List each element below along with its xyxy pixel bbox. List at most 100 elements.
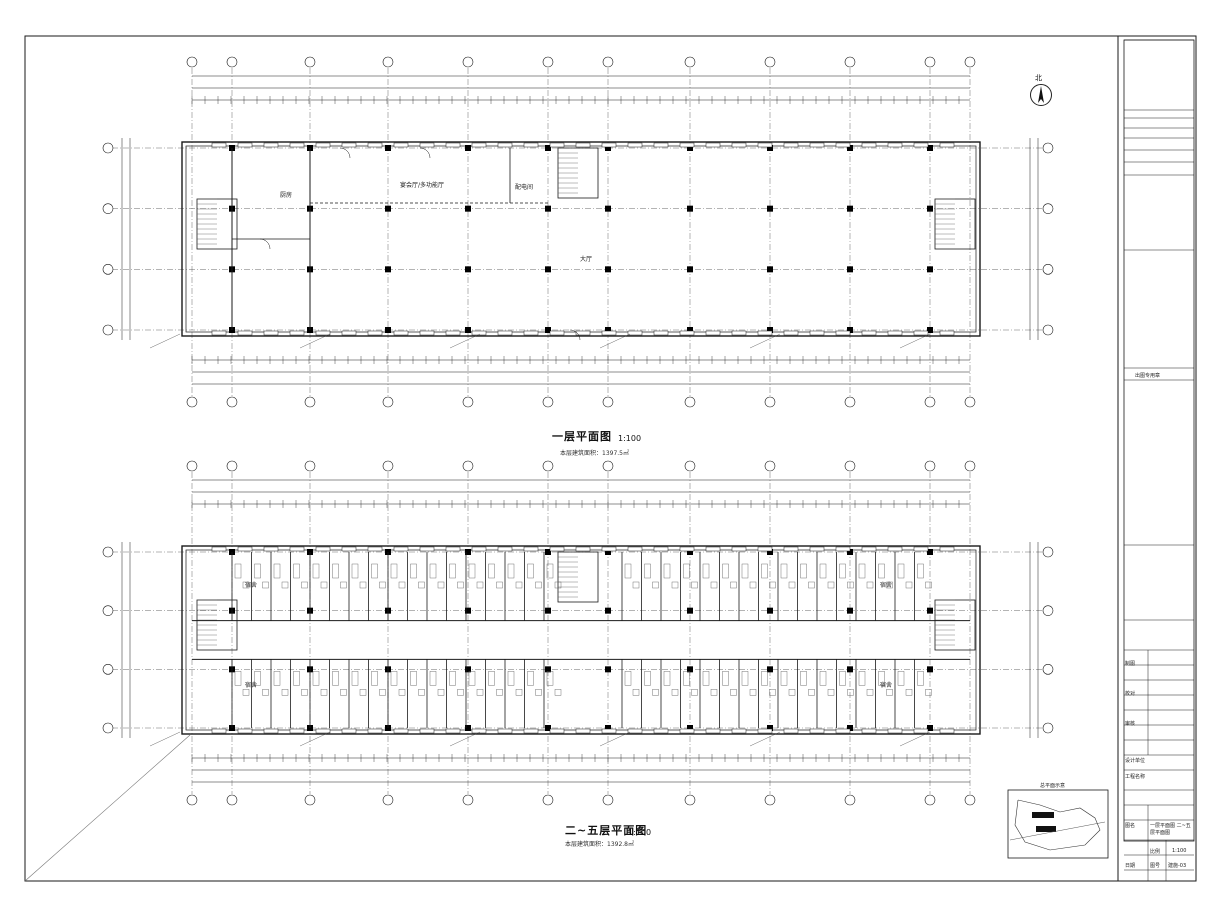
column <box>605 327 611 333</box>
bed <box>897 563 905 579</box>
bed <box>702 563 710 579</box>
window <box>627 546 643 552</box>
column <box>545 145 551 151</box>
bed <box>273 671 281 686</box>
window <box>601 728 617 734</box>
leader <box>149 731 181 747</box>
window <box>809 330 825 336</box>
window <box>809 142 825 148</box>
bed <box>527 563 534 579</box>
bed <box>293 563 300 579</box>
window <box>549 330 565 336</box>
desk <box>827 689 835 696</box>
bed <box>741 671 749 686</box>
grid-bubble <box>684 794 696 806</box>
door-swing <box>569 329 581 341</box>
window <box>887 142 903 148</box>
bed <box>546 563 554 579</box>
desk <box>808 581 815 589</box>
window <box>705 728 721 734</box>
tb-approved-by: 审核 <box>1125 721 1136 727</box>
window <box>757 728 773 734</box>
grid-bubble <box>462 460 474 472</box>
grid-bubble <box>1042 203 1054 214</box>
desk <box>827 581 835 589</box>
grid-bubble <box>186 794 198 806</box>
window <box>705 142 721 148</box>
window <box>263 142 279 148</box>
column <box>465 549 471 555</box>
bed <box>429 563 437 579</box>
window <box>939 330 955 336</box>
desk <box>476 581 484 589</box>
grid-bubble <box>684 396 696 408</box>
grid-bubble <box>102 142 114 154</box>
grid-bubble <box>684 460 696 472</box>
window <box>367 728 383 734</box>
desk <box>652 689 659 696</box>
window <box>627 142 643 148</box>
leader <box>299 731 331 747</box>
desk <box>710 581 718 589</box>
column <box>687 145 693 151</box>
column <box>767 205 773 212</box>
title-block <box>1123 39 1195 882</box>
grid-bubble <box>186 56 198 68</box>
column <box>687 327 693 333</box>
column <box>847 205 853 212</box>
desk <box>769 689 776 696</box>
bed <box>371 671 378 686</box>
window <box>523 546 539 552</box>
key-plan <box>1007 789 1109 859</box>
window <box>575 142 591 148</box>
desk <box>437 581 445 589</box>
bed <box>683 563 690 579</box>
desk <box>847 689 854 696</box>
tb-design-unit: 设计单位 <box>1125 758 1146 764</box>
grid-bubble <box>542 460 554 472</box>
grid-bubble <box>304 794 316 806</box>
desk <box>379 689 386 696</box>
column <box>767 266 773 273</box>
window <box>887 728 903 734</box>
bed <box>234 563 242 579</box>
column <box>927 725 933 731</box>
desk <box>281 581 289 589</box>
tb-drawn-by: 制图 <box>1125 661 1136 667</box>
grid-bubble <box>102 264 114 275</box>
grid-bubble <box>602 56 614 68</box>
column <box>605 145 611 151</box>
grid-bubble <box>304 56 316 68</box>
bed <box>488 671 495 686</box>
window <box>237 330 253 336</box>
column <box>927 666 933 673</box>
column <box>605 266 611 273</box>
grid-bubble <box>764 460 776 472</box>
window <box>367 330 383 336</box>
window <box>237 728 253 734</box>
desk <box>652 581 659 589</box>
column <box>687 205 693 212</box>
column <box>385 205 391 212</box>
column <box>847 666 853 673</box>
column <box>847 327 853 333</box>
desk <box>749 581 757 589</box>
column <box>687 725 693 731</box>
grid-bubble <box>102 664 114 675</box>
bed <box>761 671 768 686</box>
grid-bubble <box>764 794 776 806</box>
tb-date-label: 日期 <box>1125 863 1136 869</box>
column <box>465 725 471 731</box>
room-label: 宿舍 <box>245 582 258 589</box>
grid-bubble <box>924 460 936 472</box>
desk <box>418 689 425 696</box>
grid-bubble <box>924 56 936 68</box>
bed <box>917 563 924 579</box>
window <box>549 546 565 552</box>
bed <box>858 563 866 579</box>
desk <box>359 581 367 589</box>
tb-checked-by: 校对 <box>1125 691 1136 697</box>
room-label: 宴会厅/多功能厅 <box>400 182 445 189</box>
window <box>835 546 851 552</box>
window <box>471 330 487 336</box>
